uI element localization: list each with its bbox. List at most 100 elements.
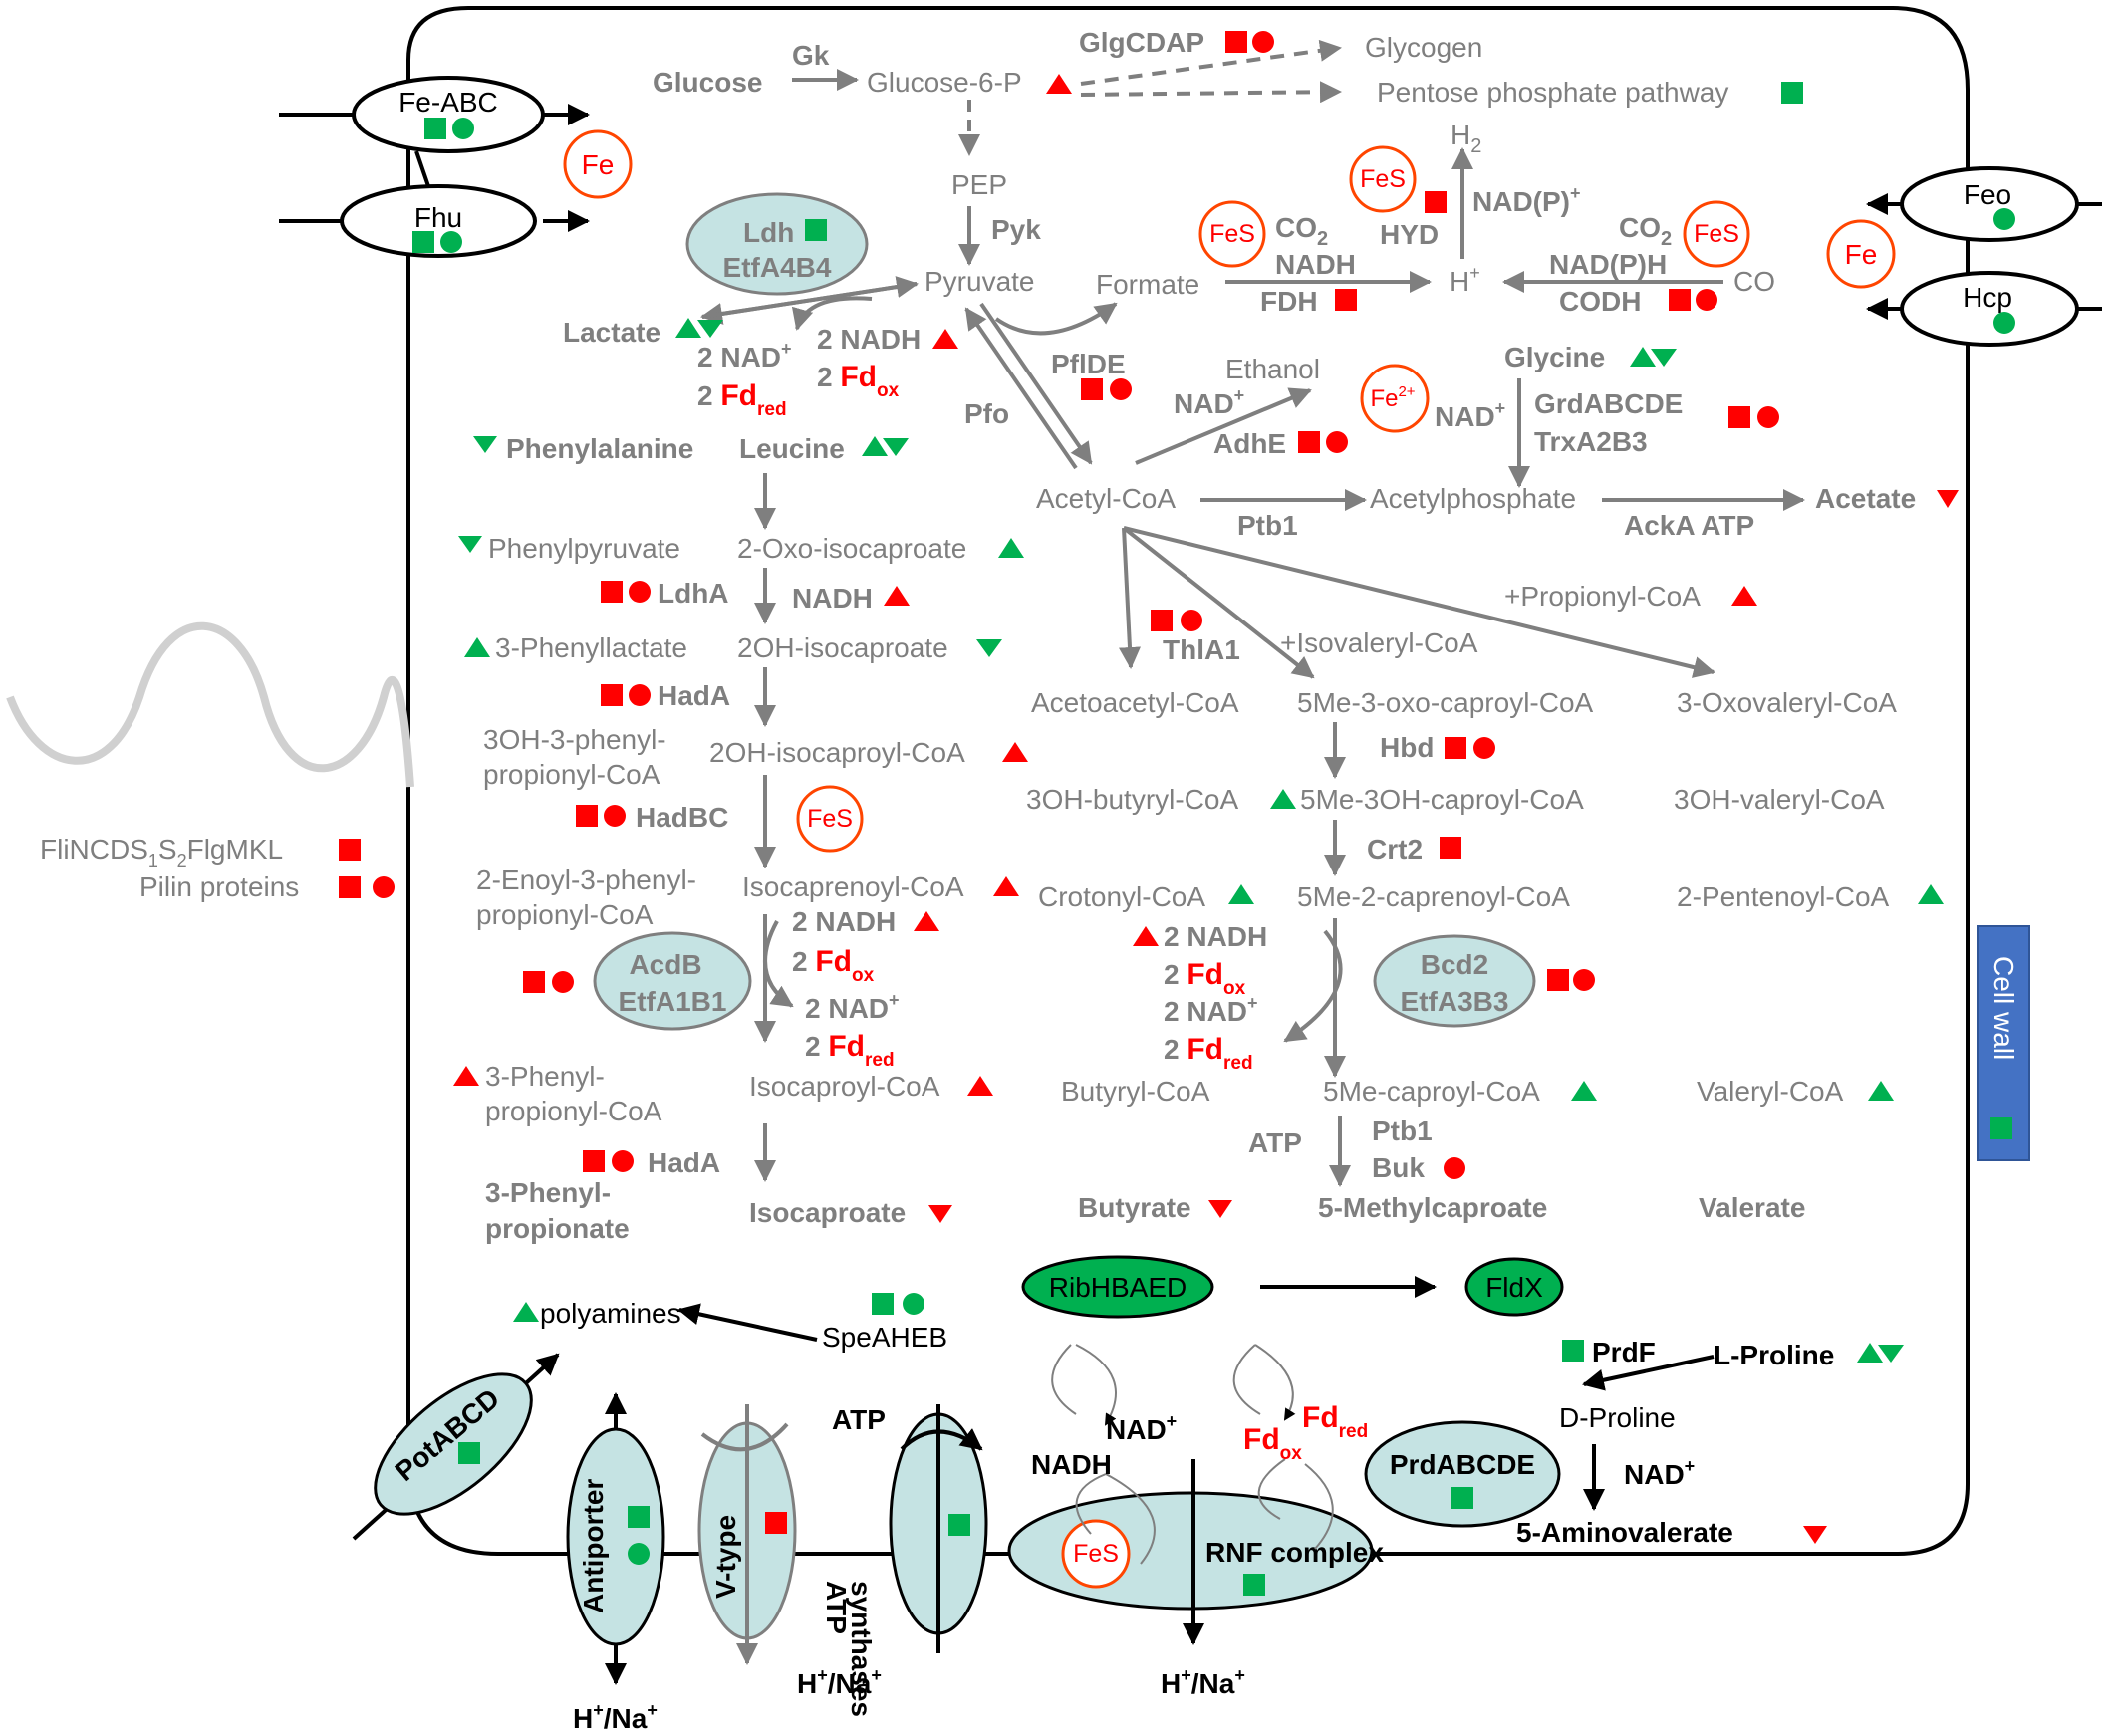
5-methylcaproate: 5-Methylcaproate bbox=[1318, 1192, 1547, 1223]
h-plus: H+ bbox=[1450, 263, 1480, 297]
hbd-enzyme: Hbd bbox=[1380, 732, 1434, 763]
red-circle-icon bbox=[1573, 969, 1595, 991]
rnf-complex: RNF complex FeS bbox=[1007, 1459, 1384, 1645]
pyk-enzyme: Pyk bbox=[991, 214, 1041, 245]
fd-red-crotonyl: 2 Fdred bbox=[1164, 1033, 1253, 1074]
crotonyl-coa: Crotonyl-CoA bbox=[1038, 881, 1205, 912]
3-phenyl-propionate: 3-Phenyl- bbox=[485, 1177, 611, 1208]
svg-text:FldX: FldX bbox=[1485, 1272, 1543, 1303]
nadh-leucine: NADH bbox=[792, 583, 873, 614]
red-triangle-up-icon bbox=[914, 911, 939, 931]
green-triangle-down-icon bbox=[883, 438, 909, 456]
svg-text:RibHBAED: RibHBAED bbox=[1049, 1272, 1187, 1303]
nad-plus-glycine: NAD+ bbox=[1435, 398, 1505, 432]
red-square-icon bbox=[765, 1512, 787, 1534]
butyryl-coa: Butyryl-CoA bbox=[1061, 1076, 1210, 1107]
green-circle-icon bbox=[1993, 208, 2015, 230]
acka-atp: AckA ATP bbox=[1624, 510, 1754, 541]
green-square-icon bbox=[628, 1506, 650, 1528]
h2: H2 bbox=[1451, 120, 1481, 157]
green-circle-icon bbox=[628, 1543, 650, 1565]
green-circle-icon bbox=[440, 231, 462, 253]
green-triangle-up-icon bbox=[862, 436, 888, 456]
fd-red-left: 2 Fdred bbox=[697, 379, 787, 420]
antiporter: Antiporter bbox=[566, 1392, 665, 1685]
green-triangle-up-icon bbox=[513, 1302, 539, 1322]
svg-text:EtfA1B1: EtfA1B1 bbox=[619, 986, 727, 1017]
red-triangle-up-icon bbox=[993, 876, 1019, 896]
svg-text:propionate: propionate bbox=[485, 1213, 630, 1244]
speaheb: SpeAHEB bbox=[822, 1322, 947, 1353]
svg-text:RNF complex: RNF complex bbox=[1205, 1537, 1384, 1568]
red-square-icon bbox=[1225, 31, 1247, 53]
phenylalanine: Phenylalanine bbox=[506, 433, 693, 464]
svg-text:Bcd2: Bcd2 bbox=[1421, 949, 1488, 980]
green-triangle-up-icon bbox=[464, 637, 490, 657]
green-square-icon bbox=[1451, 1487, 1473, 1509]
red-circle-icon bbox=[1110, 378, 1132, 400]
glucose: Glucose bbox=[653, 67, 762, 98]
red-square-icon bbox=[1669, 289, 1691, 311]
green-triangle-down-icon bbox=[976, 639, 1002, 657]
red-circle-icon bbox=[1696, 289, 1717, 311]
fe-cofactor-right: Fe bbox=[1826, 219, 1896, 289]
red-triangle-down-icon bbox=[1803, 1526, 1827, 1544]
fdh-enzyme: FDH bbox=[1260, 286, 1318, 317]
green-triangle-up-icon bbox=[1270, 789, 1296, 809]
2-pentenoyl-coa: 2-Pentenoyl-CoA bbox=[1677, 881, 1890, 912]
green-circle-icon bbox=[903, 1293, 924, 1315]
5me-caproyl-coa: 5Me-caproyl-CoA bbox=[1323, 1076, 1540, 1107]
red-square-icon bbox=[1335, 289, 1357, 311]
phenylpyruvate: Phenylpyruvate bbox=[488, 533, 680, 564]
green-square-icon bbox=[1990, 1117, 2012, 1139]
nad-plus-left: 2 NAD+ bbox=[697, 339, 792, 372]
fhu-transporter: Fhu bbox=[279, 184, 590, 258]
acetoacetyl-coa: Acetoacetyl-CoA bbox=[1031, 687, 1239, 718]
nadh-isocaprenoyl: 2 NADH bbox=[792, 906, 896, 937]
red-circle-icon bbox=[373, 876, 395, 898]
svg-text:V-type: V-type bbox=[710, 1515, 741, 1599]
red-triangle-up-icon bbox=[453, 1066, 479, 1086]
flagella-proteins: FliNCDS1S2FlgMKL bbox=[40, 834, 283, 870]
green-square-icon bbox=[458, 1442, 480, 1464]
co2-fdh: CO2 bbox=[1275, 212, 1328, 250]
green-triangle-up-icon bbox=[1630, 347, 1656, 367]
svg-text:Cell wall: Cell wall bbox=[1988, 956, 2019, 1060]
green-square-icon bbox=[1781, 82, 1803, 104]
2-enoyl-3-phenyl-propionyl-coa: 2-Enoyl-3-phenyl- bbox=[476, 865, 696, 895]
hcp-transporter: Hcp bbox=[1866, 271, 2102, 347]
green-circle-icon bbox=[1993, 312, 2015, 334]
svg-text:Fe: Fe bbox=[582, 149, 615, 180]
acdb-etf-complex: AcdB EtfA1B1 bbox=[593, 931, 752, 1031]
lactate: Lactate bbox=[563, 317, 660, 348]
fd-red-rnf: Fdred bbox=[1302, 1401, 1368, 1442]
cell-membrane bbox=[406, 6, 1970, 1556]
atp-butyrate: ATP bbox=[1248, 1127, 1302, 1158]
3-phenyl-propionyl-coa: 3-Phenyl- bbox=[485, 1061, 605, 1092]
adhe-enzyme: AdhE bbox=[1213, 428, 1286, 459]
svg-text:FeS: FeS bbox=[1073, 1540, 1119, 1568]
acetate: Acetate bbox=[1815, 483, 1916, 514]
hyd-enzyme: HYD bbox=[1380, 219, 1439, 250]
nadh-rnf: NADH bbox=[1031, 1449, 1112, 1480]
green-square-icon bbox=[948, 1514, 970, 1536]
2oh-isocaproyl-coa: 2OH-isocaproyl-CoA bbox=[709, 737, 965, 768]
pentose-phosphate-pathway: Pentose phosphate pathway bbox=[1377, 77, 1728, 108]
red-square-icon bbox=[523, 971, 545, 993]
l-proline: L-Proline bbox=[1714, 1340, 1834, 1370]
isocaproyl-coa: Isocaproyl-CoA bbox=[749, 1071, 940, 1102]
d-proline: D-Proline bbox=[1559, 1402, 1676, 1433]
nad-plus-proline: NAD+ bbox=[1624, 1456, 1695, 1490]
red-square-icon bbox=[1151, 610, 1173, 631]
valeryl-coa: Valeryl-CoA bbox=[1697, 1076, 1844, 1107]
red-circle-icon bbox=[612, 1150, 634, 1172]
green-triangle-down-icon bbox=[697, 320, 723, 338]
fes-cofactor-hadbc: FeS bbox=[796, 785, 864, 853]
fes-cofactor-rnf bbox=[1061, 1519, 1131, 1589]
red-square-icon bbox=[576, 805, 598, 827]
glucose-6-p: Glucose-6-P bbox=[867, 67, 1022, 98]
nad-plus-isocaprenoyl: 2 NAD+ bbox=[805, 990, 900, 1024]
red-square-icon bbox=[339, 839, 361, 861]
svg-text:FeS: FeS bbox=[1360, 165, 1406, 193]
red-triangle-up-icon bbox=[1002, 742, 1028, 762]
